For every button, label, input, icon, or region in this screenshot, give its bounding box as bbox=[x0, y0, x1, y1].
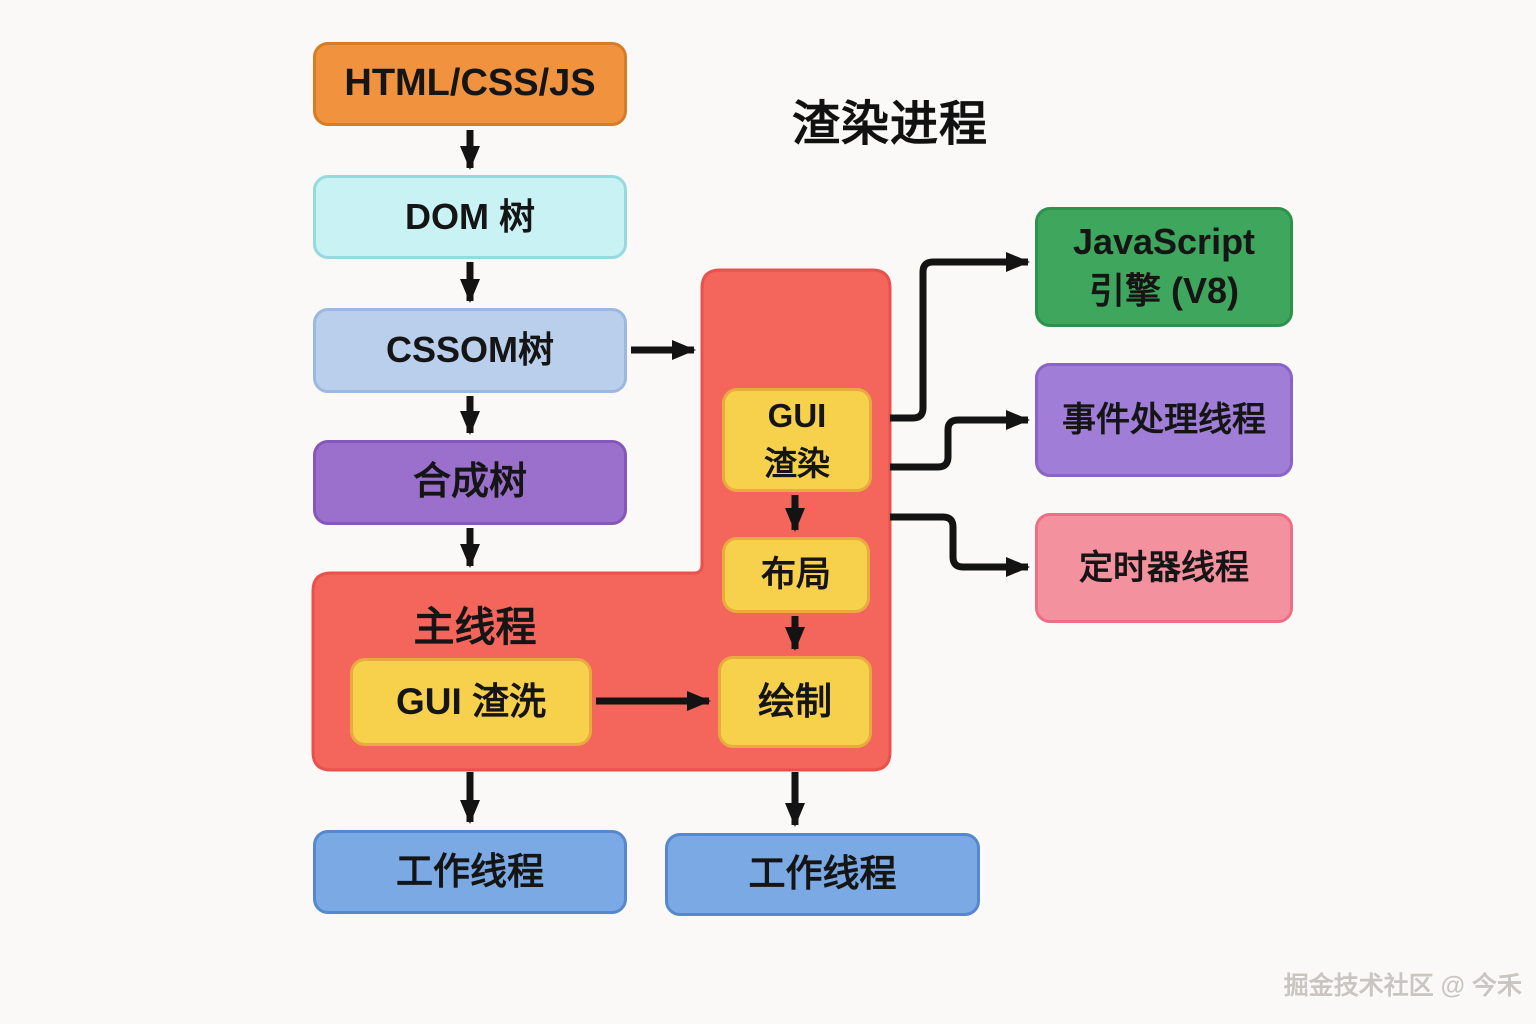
connector-to-event-thread bbox=[890, 410, 1030, 471]
node-gui-render-line2: 渣染 bbox=[764, 445, 830, 482]
node-cssom-tree-label: CSSOM树 bbox=[385, 329, 554, 371]
node-event-thread: 事件处理线程 bbox=[1035, 363, 1293, 477]
page-title: 渣染进程 bbox=[791, 98, 988, 151]
node-composite-tree-label: 合成树 bbox=[412, 460, 527, 503]
node-gui-render-line1: GUI bbox=[767, 397, 827, 435]
node-timer-thread: 定时器线程 bbox=[1035, 513, 1293, 623]
node-layout: 布局 bbox=[722, 537, 870, 613]
watermark: 掘金技术社区 @ 今禾 bbox=[1283, 972, 1522, 1000]
node-gui-render: GUI 渣染 bbox=[722, 388, 872, 492]
node-js-engine: JavaScript 引擎 (V8) bbox=[1035, 207, 1293, 327]
node-worker-thread-right: 工作线程 bbox=[665, 833, 980, 916]
node-cssom-tree: CSSOM树 bbox=[313, 308, 627, 393]
node-paint-label: 绘制 bbox=[758, 680, 832, 722]
node-event-thread-label: 事件处理线程 bbox=[1062, 400, 1266, 439]
node-js-engine-line2: 引擎 (V8) bbox=[1088, 270, 1239, 311]
node-worker-thread-right-label: 工作线程 bbox=[748, 853, 897, 895]
main-thread-label: 主线程 bbox=[413, 604, 537, 650]
node-timer-thread-label: 定时器线程 bbox=[1079, 548, 1249, 587]
flow-arrows bbox=[460, 130, 1030, 827]
node-js-engine-line1: JavaScript bbox=[1072, 221, 1256, 263]
node-gui-render-2-label: GUI 渣洗 bbox=[395, 680, 547, 722]
node-html-css-js-label: HTML/CSS/JS bbox=[344, 62, 596, 105]
node-dom-tree: DOM 树 bbox=[313, 175, 627, 259]
node-dom-tree-label: DOM 树 bbox=[405, 195, 535, 237]
node-layout-label: 布局 bbox=[760, 555, 831, 595]
connector-to-js-engine bbox=[890, 252, 1030, 422]
node-gui-render-2: GUI 渣洗 bbox=[350, 658, 592, 746]
node-worker-thread-left: 工作线程 bbox=[313, 830, 627, 914]
node-composite-tree: 合成树 bbox=[313, 440, 627, 525]
node-paint: 绘制 bbox=[718, 656, 872, 748]
node-worker-thread-left-label: 工作线程 bbox=[396, 850, 544, 892]
connector-to-timer-thread bbox=[890, 513, 1030, 577]
node-html-css-js: HTML/CSS/JS bbox=[313, 42, 627, 126]
